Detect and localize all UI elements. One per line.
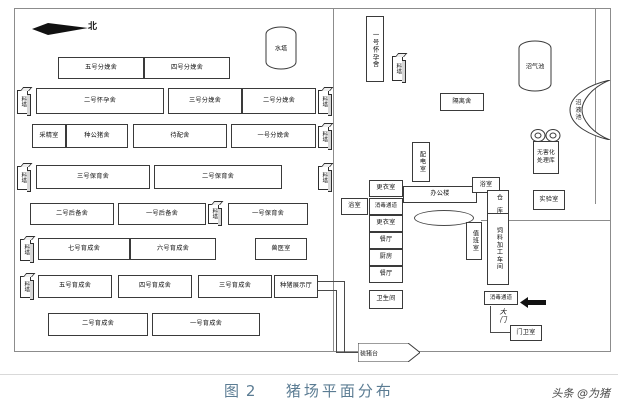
- feed-tower-west-7: 料塔: [20, 239, 34, 263]
- water-tower: 水塔: [265, 26, 297, 70]
- building-lab: 实验室: [533, 190, 565, 210]
- building-locker-room-lower: 更衣室: [369, 215, 403, 232]
- building-farrowing-5: 五号分娩舍: [58, 57, 144, 79]
- building-gestation-2: 二号怀孕舍: [36, 88, 164, 114]
- building-canteen-upper: 餐厅: [369, 232, 403, 249]
- building-grow-5: 五号育成舍: [38, 275, 112, 298]
- building-reserve-2: 二号后备舍: [30, 203, 114, 225]
- watermark: 头条 @为猪: [551, 387, 611, 400]
- building-grow-7: 七号育成舍: [38, 238, 130, 260]
- slurry-pond: 沼液池: [566, 79, 616, 141]
- building-disinfection-corridor-east: 消毒通道: [484, 291, 518, 305]
- building-breeding-showroom: 种猪展示厅: [274, 275, 318, 298]
- biogas-tank: 沼气池: [518, 40, 552, 92]
- loading-platform: 装猪台: [357, 342, 421, 363]
- building-bath-room-central: 浴室: [341, 198, 368, 215]
- building-nursery-1: 一号保育舍: [228, 203, 308, 225]
- building-farrowing-3: 三号分娩舍: [168, 88, 242, 114]
- building-disinfection-corridor-central: 消毒通道: [369, 198, 403, 215]
- building-bath-room-east: 浴室: [472, 177, 500, 193]
- building-boar-house: 种公猪舍: [66, 124, 128, 148]
- east-zone-boundary: [332, 8, 611, 352]
- building-farrowing-1: 一号分娩舍: [231, 124, 316, 148]
- building-grow-6: 六号育成舍: [130, 238, 216, 260]
- feed-tower-west-2: 料塔: [318, 90, 332, 116]
- building-veterinary-room: 兽医室: [255, 238, 307, 260]
- building-office: 办公楼: [403, 186, 477, 203]
- feed-tower-west-4: 料塔: [17, 166, 31, 192]
- feed-tower-west-5: 料塔: [318, 166, 332, 192]
- north-label: 北: [88, 22, 98, 32]
- building-nursery-2: 二号保育舍: [154, 165, 282, 189]
- caption-divider: [0, 374, 618, 375]
- loading-path-h: [336, 352, 358, 353]
- entry-arrow-icon: [520, 293, 546, 312]
- building-power-room: 配电室: [412, 142, 430, 182]
- building-mating-house: 待配舍: [133, 124, 227, 148]
- north-arrow: 北: [32, 22, 97, 41]
- showroom-connector-v: [344, 281, 345, 352]
- slurry-pond-label: 沼液池: [574, 99, 581, 121]
- figure-title: 猪场平面分布: [285, 382, 394, 400]
- building-harmless-treatment: 无害化处理库: [533, 141, 559, 174]
- loading-platform-label: 装猪台: [360, 350, 379, 357]
- east-inner-divider: [595, 8, 596, 204]
- building-grow-3: 三号育成舍: [198, 275, 272, 298]
- building-grow-2: 二号育成舍: [48, 313, 148, 336]
- feed-tower-west-3: 料塔: [318, 126, 332, 150]
- figure-number: 图 2: [224, 382, 257, 400]
- building-restroom: 卫生间: [369, 290, 403, 309]
- building-gestation-1: 一号怀孕舍: [366, 16, 384, 82]
- building-nursery-3: 三号保育舍: [36, 165, 150, 189]
- building-kitchen: 厨房: [369, 249, 403, 266]
- west-zone-boundary: [14, 8, 334, 352]
- feed-tower-central: 料塔: [392, 56, 406, 83]
- feed-tower-west-1: 料塔: [17, 90, 31, 116]
- showroom-connector-h: [318, 281, 344, 282]
- biogas-tank-label: 沼气池: [525, 63, 545, 71]
- building-feed-mill: 饲料加工车间: [487, 213, 509, 285]
- feed-tower-west-6: 料塔: [208, 204, 222, 226]
- building-farrowing-2: 二号分娩舍: [242, 88, 316, 114]
- feed-tower-west-8: 料塔: [20, 276, 34, 300]
- figure-caption: 图 2 猪场平面分布: [0, 380, 618, 401]
- gate-line-bottom: [490, 332, 512, 333]
- building-grow-1: 一号育成舍: [152, 313, 260, 336]
- building-reserve-1: 一号后备舍: [118, 203, 206, 225]
- east-inner-divider-h: [481, 220, 610, 221]
- building-locker-room-upper: 更衣室: [369, 180, 403, 197]
- water-tower-label: 水塔: [274, 45, 288, 53]
- building-semen-collection-room: 采精室: [32, 124, 66, 148]
- building-canteen-lower: 餐厅: [369, 266, 403, 283]
- building-duty-room: 值班室: [466, 222, 482, 260]
- showroom-connector-v2: [336, 290, 337, 352]
- building-isolation-house: 隔离舍: [440, 93, 484, 111]
- gate-line-left: [490, 306, 491, 332]
- showroom-connector-h2: [318, 290, 336, 291]
- treatment-rings-icon: [530, 127, 562, 146]
- office-pond: [414, 210, 474, 226]
- building-farrowing-4: 四号分娩舍: [144, 57, 230, 79]
- gate-label: 大门: [499, 308, 507, 324]
- building-guard-room: 门卫室: [510, 325, 542, 341]
- building-grow-4: 四号育成舍: [118, 275, 192, 298]
